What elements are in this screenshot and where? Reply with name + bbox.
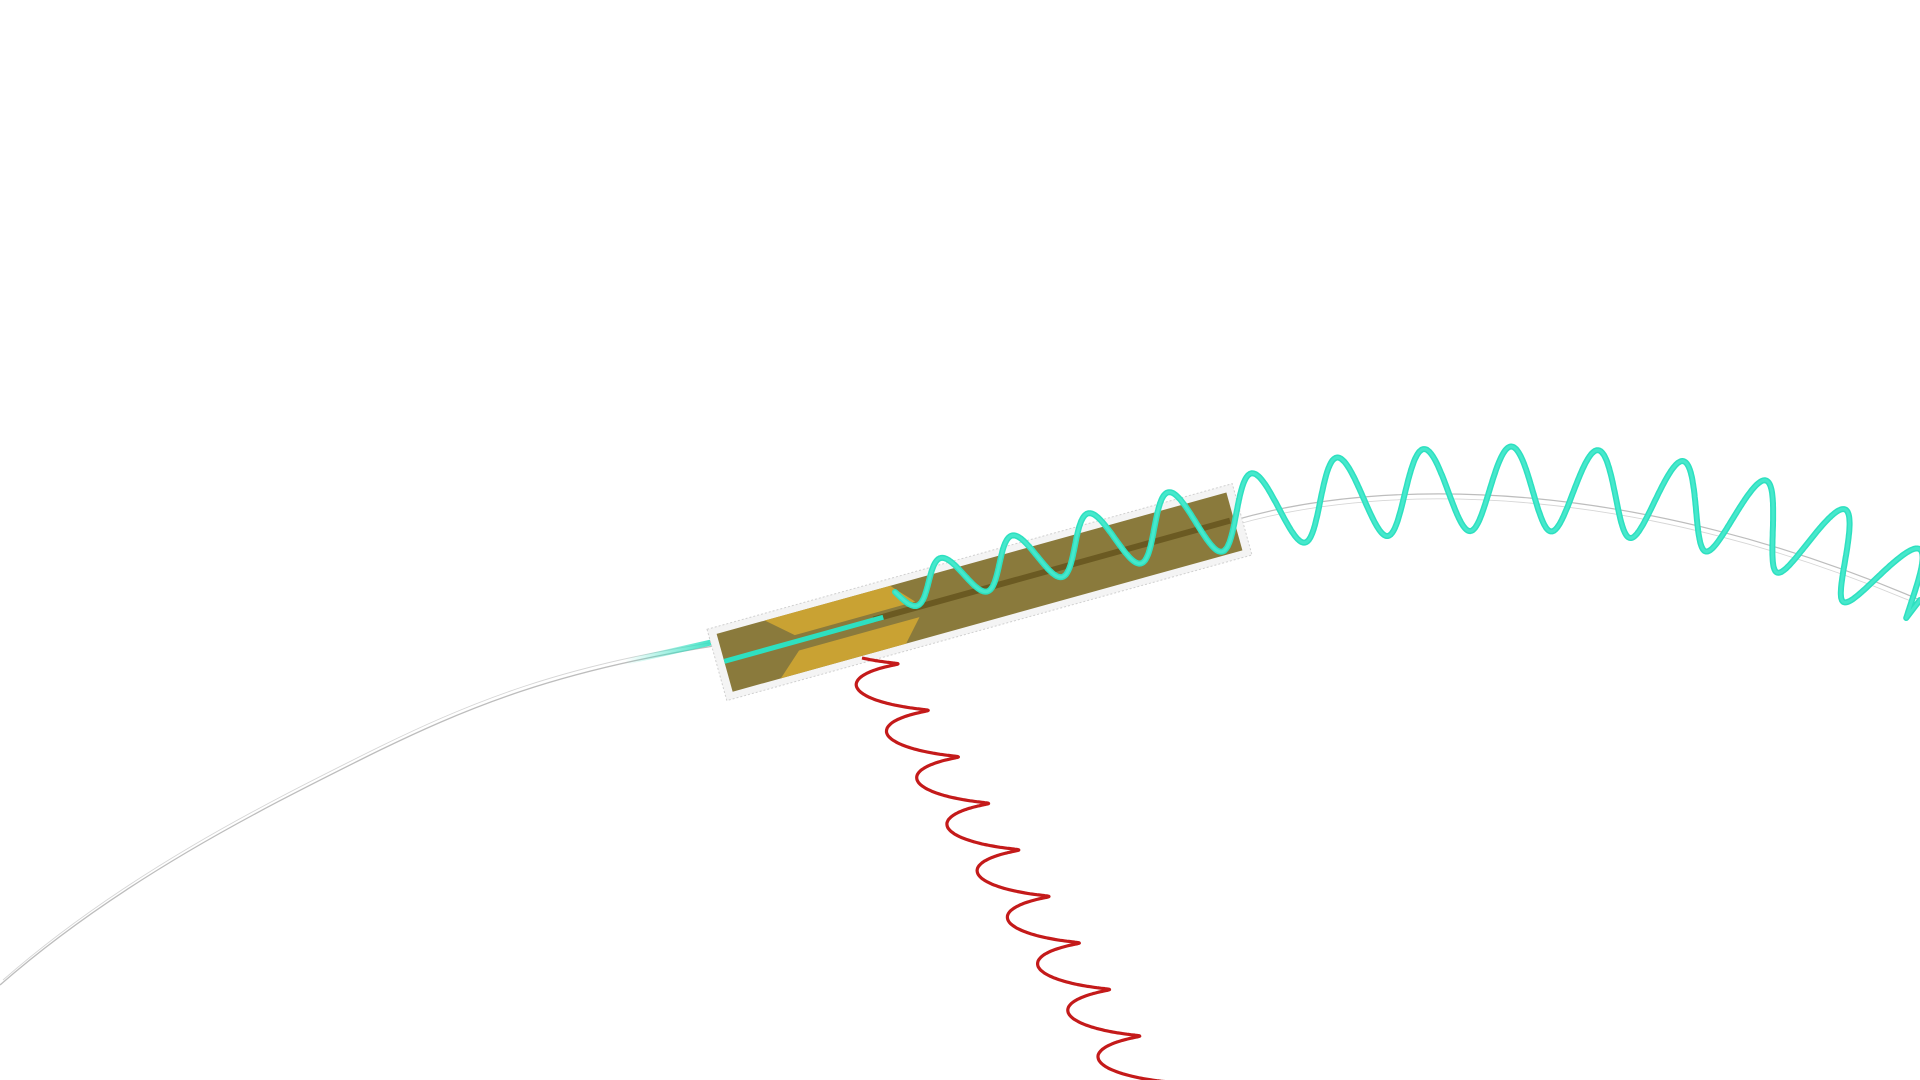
teal-waveguide bbox=[723, 614, 884, 664]
output-wave-highlight bbox=[893, 445, 1920, 620]
pump-wave-path bbox=[854, 656, 1165, 1080]
input-light-beam bbox=[622, 637, 725, 665]
red-sine-wave bbox=[854, 656, 1165, 1080]
bottom-electrode bbox=[780, 617, 920, 679]
teal-sine-wave bbox=[892, 443, 1920, 621]
output-fiber bbox=[1234, 493, 1920, 606]
input-fiber bbox=[0, 640, 723, 986]
top-electrode bbox=[764, 585, 916, 636]
